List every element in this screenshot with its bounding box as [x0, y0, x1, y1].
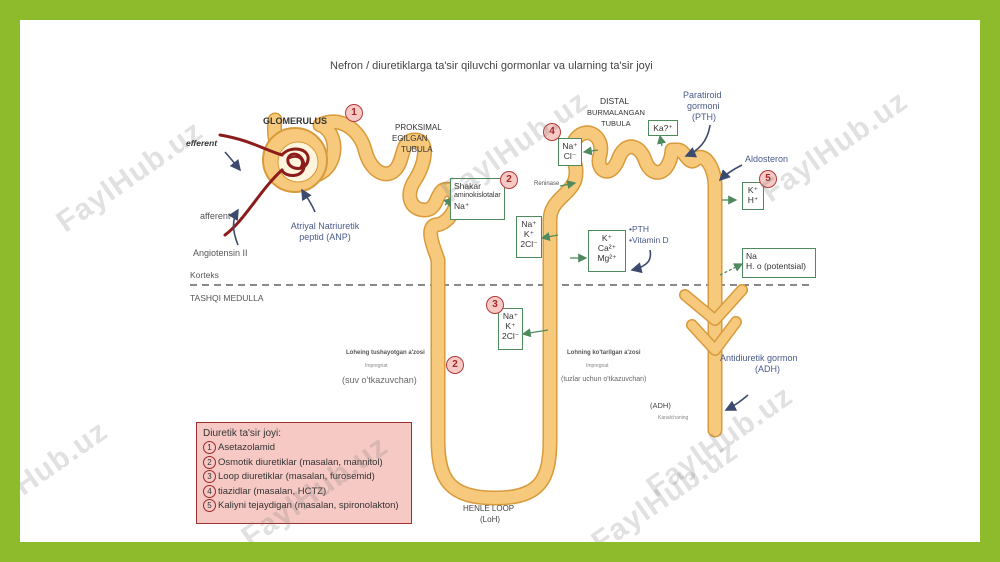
box-b8-line-2: H. o (potentsial)	[746, 261, 806, 271]
pth-vitd-label-1: •PTH	[629, 224, 649, 234]
pth-vitd-arrow	[630, 249, 652, 274]
pth-label-1: Paratiroid	[683, 90, 722, 100]
desc-right-2: Impregnat	[586, 363, 609, 369]
angiotensin-label: Angiotensin II	[193, 248, 248, 258]
b6-arrow	[657, 134, 666, 147]
b2-arrow	[540, 232, 559, 242]
pth-label-3: (PTH)	[692, 112, 716, 122]
medulla-label: TASHQI MEDULLA	[190, 293, 264, 303]
adh-tiny-label: Kanalchaning	[658, 415, 689, 421]
legend-title: Diuretik ta'sir joyi:	[203, 428, 282, 439]
distal-label-1: DISTAL	[600, 96, 630, 106]
box-b6-line-1: Ka?⁺	[653, 123, 673, 133]
desc-right-1: Lohning ko'tarilgan a'zosi	[567, 350, 641, 356]
box-b8-line-1: Na	[746, 251, 757, 261]
korteks-label: Korteks	[190, 270, 219, 280]
box-b3-line-2: K⁺	[505, 321, 516, 331]
proximal-label-1: PROKSIMAL	[395, 123, 442, 132]
renin-label: Reninase	[534, 181, 560, 187]
pth-arrow	[684, 124, 711, 158]
pth-vitd-label-2: •Vitamin D	[629, 235, 669, 245]
proximal-label-2: EGILGAN	[392, 134, 428, 143]
desc-left-1: Loheing tushayotgan a'zosi	[346, 350, 425, 356]
anp-label-1: Atriyal Natriuretik peptid (ANP)	[290, 221, 360, 242]
henle-label-1: HENLE LOOP	[463, 504, 515, 513]
box-na-water: Na H. o (potentsial)	[742, 248, 816, 278]
angiotensin-arrow	[228, 208, 239, 246]
box-b2-line-2: K⁺	[523, 229, 535, 239]
box-b7-line-1: K⁺	[747, 185, 759, 195]
aldosteron-arrow	[718, 164, 743, 182]
desc-left-3: (suv o'tkazuvchan)	[342, 375, 417, 385]
adh-label-1: Antidiuretik gormon	[720, 353, 798, 363]
pth-label-2: gormoni	[687, 101, 720, 111]
adh-small-label: (ADH)	[650, 401, 671, 410]
box-proximal-reabsorption: Shakar aminokislotalar Na⁺	[450, 178, 505, 220]
glomerulus-label: GLOMERULUS	[263, 116, 327, 126]
legend-item-2-number: 2	[203, 455, 216, 469]
anp-arrow	[301, 188, 316, 213]
box-b5-line-3: Mg²⁺	[597, 253, 617, 263]
henle-label-2: (LoH)	[480, 515, 501, 524]
box-b3-line-3: 2Cl⁻	[502, 331, 520, 341]
box-distal-nacl: Na⁺ Cl⁻	[558, 138, 582, 166]
site-marker-2-proximal: 2	[500, 171, 518, 189]
box-b2-line-3: 2Cl⁻	[520, 239, 538, 249]
distal-label-3: TUBULA	[601, 119, 631, 128]
distal-label-2: BURMALANGAN	[587, 108, 645, 117]
aldosteron-label: Aldosteron	[745, 154, 789, 164]
slide-canvas: Nefron / diuretiklarga ta'sir qiluvchi g…	[20, 20, 980, 542]
desc-left-2: Impregnat	[365, 363, 388, 369]
box-b1-line-3: Na⁺	[454, 201, 470, 211]
site-marker-3: 3	[486, 296, 504, 314]
box-b2-line-1: Na⁺	[521, 219, 537, 229]
diagram-title: Nefron / diuretiklarga ta'sir qiluvchi g…	[330, 60, 653, 72]
site-marker-2-loop: 2	[446, 356, 464, 374]
box-ascending-ions: Na⁺ K⁺ 2Cl⁻	[516, 216, 542, 258]
adh-arrow	[724, 394, 749, 411]
adh-label-2: (ADH)	[755, 364, 780, 374]
box-divalent-ions: K⁺ Ca²⁺ Mg²⁺	[588, 230, 626, 272]
glomerular-vessels	[218, 133, 310, 237]
proximal-label-3: TUBULA	[401, 145, 433, 154]
site-marker-1: 1	[345, 104, 363, 122]
box-b5-line-2: Ca²⁺	[597, 243, 617, 253]
box-b1-line-1: Shakar	[454, 181, 481, 191]
legend-item-4-number: 4	[203, 484, 216, 498]
site-marker-5: 5	[759, 170, 777, 188]
legend-item-5-text: Kaliyni tejaydigan (masalan, spironolakt…	[218, 500, 399, 512]
box-calcium: Ka?⁺	[648, 120, 678, 136]
nephron-diagram	[190, 112, 810, 506]
legend-item-1-number: 1	[203, 441, 216, 454]
legend-item-2-text: Osmotik diuretiklar (masalan, mannitol)	[218, 456, 383, 468]
renin-arrow	[559, 180, 577, 189]
box-b4-line-2: Cl⁻	[563, 151, 577, 161]
box-b5-line-1: K⁺	[601, 233, 613, 243]
efferent-arrow	[224, 151, 241, 172]
legend-item-5-number: 5	[203, 499, 216, 513]
box-b3-line-1: Na⁺	[502, 311, 519, 321]
legend-item-3-text: Loop diuretiklar (masalan, furosemid)	[218, 471, 375, 483]
legend-item-1-text: Asetazolamid	[218, 442, 276, 454]
afferent-label: afferent	[200, 211, 231, 221]
b4-arrow	[582, 146, 599, 156]
box-b4-line-1: Na⁺	[562, 141, 578, 151]
site-marker-4: 4	[543, 123, 561, 141]
legend-item-4-text: tiazidlar (masalan, HCTZ)	[218, 485, 327, 497]
box-b1-line-2: aminokislotalar	[454, 192, 501, 199]
efferent-label: efferent	[186, 138, 218, 148]
b8-arrow	[719, 263, 744, 276]
desc-right-3: (tuzlar uchun o'tkazuvchan)	[561, 376, 647, 383]
box-loop-ions: Na⁺ K⁺ 2Cl⁻	[498, 308, 523, 350]
b3-arrow	[521, 328, 549, 338]
box-k-h: K⁺ H⁺	[742, 182, 764, 210]
box-b7-line-2: H⁺	[747, 195, 759, 205]
legend-item-3-number: 3	[203, 470, 216, 484]
